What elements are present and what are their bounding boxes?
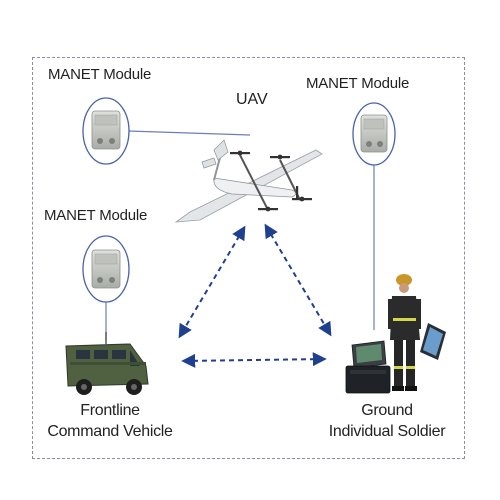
manet-module-icon-left-mid (82, 235, 130, 303)
manet-module-label-left-mid: MANET Module (44, 207, 148, 224)
tablet-device-icon (420, 323, 446, 360)
command-vehicle-label: Frontline Command Vehicle (40, 400, 180, 442)
arrow-uav-soldier (264, 223, 332, 337)
manet-module-label-left-top: MANET Module (48, 66, 152, 83)
arrow-vehicle-soldier (181, 352, 327, 368)
command-vehicle-icon (65, 332, 149, 395)
soldier-icon (388, 274, 421, 391)
arrow-uav-vehicle (178, 225, 246, 339)
manet-module-icon-left-top (82, 97, 130, 165)
rugged-terminal-case-icon (345, 340, 391, 394)
connector-left-top (127, 130, 251, 136)
diagram-frame (32, 57, 465, 459)
uav-drone-icon (174, 139, 323, 223)
command-vehicle-label-line2: Command Vehicle (47, 423, 173, 440)
soldier-label-line2: Individual Soldier (328, 423, 446, 440)
manet-module-label-right-top: MANET Module (306, 75, 410, 92)
soldier-label-line1: Ground (361, 402, 413, 419)
uav-label: UAV (236, 91, 268, 108)
manet-module-icon-right-top (352, 102, 396, 166)
command-vehicle-label-line1: Frontline (80, 402, 140, 419)
soldier-label: Ground Individual Soldier (312, 400, 462, 442)
